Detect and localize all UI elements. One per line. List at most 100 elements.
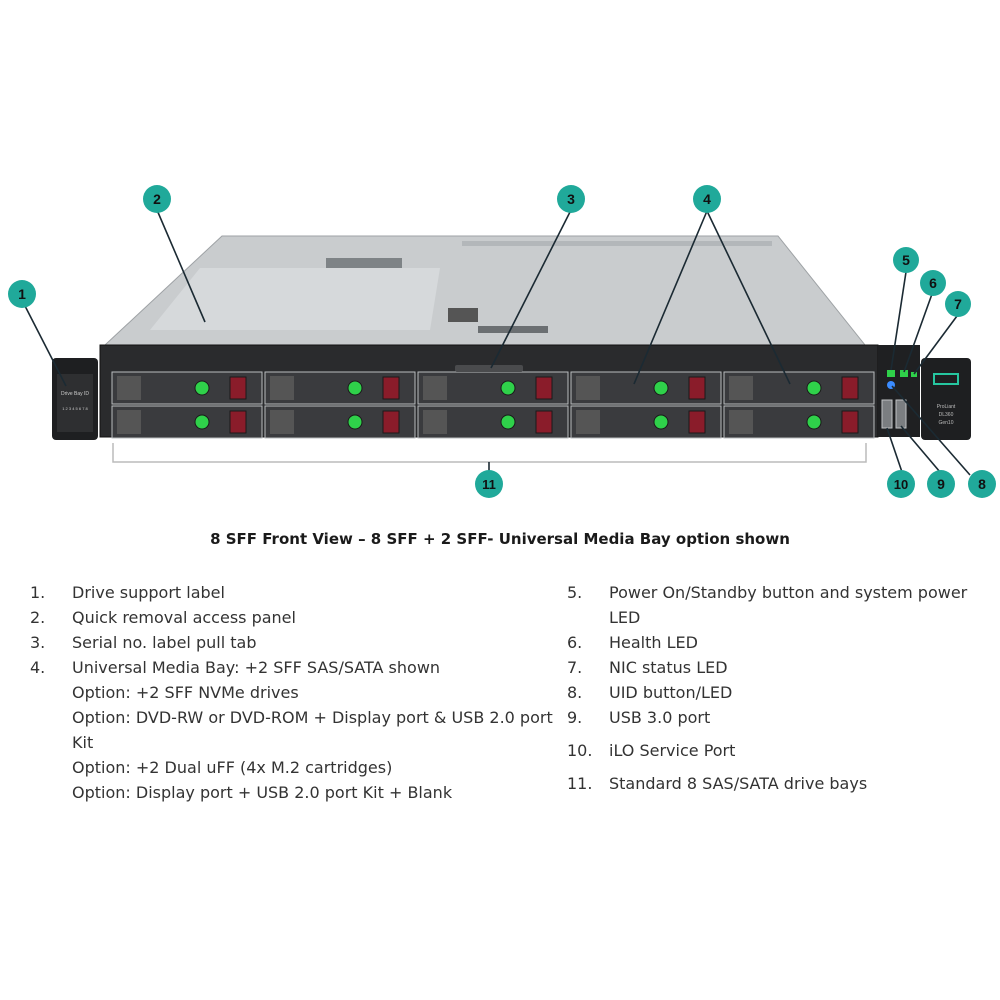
- legend-text: Quick removal access panel: [72, 608, 296, 627]
- drive-label: [270, 410, 294, 434]
- drive-bay[interactable]: [264, 371, 416, 405]
- callout-8: 8: [968, 470, 996, 498]
- callout-2-label: 2: [153, 191, 161, 207]
- drive-bay[interactable]: [111, 405, 263, 439]
- server-front-diagram: Drive Bay ID 1 2 3 4 5 6 7 8 ProLiant DL…: [8, 185, 996, 498]
- legend-item-10: 10.iLO Service Port: [567, 738, 1000, 763]
- legend-num: 9.: [567, 708, 583, 727]
- drive-label: [423, 376, 447, 400]
- legend-sub-option: Option: Display port + USB 2.0 port Kit …: [72, 783, 453, 802]
- left-ear-line-2: 1 2 3 4 5 6 7 8: [62, 406, 88, 411]
- power-button-led[interactable]: [887, 370, 895, 377]
- callout-9: 9: [927, 470, 955, 498]
- drive-status-led: [194, 380, 210, 396]
- right-ear-line-2: DL360: [939, 412, 954, 418]
- drive-release-latch[interactable]: [535, 376, 553, 400]
- drive-release-latch[interactable]: [688, 376, 706, 400]
- callout-10-label: 10: [894, 477, 908, 492]
- legend-item-5: 5.Power On/Standby button and system pow…: [567, 580, 1000, 630]
- drive-bay[interactable]: [723, 371, 875, 405]
- legend-item-6: 6.Health LED: [567, 630, 1000, 655]
- callout-9-label: 9: [937, 476, 945, 492]
- drive-status-led: [806, 380, 822, 396]
- callout-4-label: 4: [703, 191, 711, 207]
- serial-label-pull-tab[interactable]: [455, 365, 523, 372]
- drive-bays-bracket: [112, 443, 867, 463]
- top-vent: [326, 258, 402, 268]
- drive-bays: [111, 371, 875, 439]
- callout-10: 10: [887, 470, 915, 498]
- callout-4: 4: [693, 185, 721, 213]
- figure-caption: 8 SFF Front View – 8 SFF + 2 SFF- Univer…: [210, 530, 790, 548]
- legend-text: Universal Media Bay: +2 SFF SAS/SATA sho…: [72, 658, 441, 677]
- ilo-service-port[interactable]: [881, 399, 893, 429]
- drive-label: [729, 410, 753, 434]
- legend-text: Drive support label: [72, 583, 225, 602]
- drive-release-latch[interactable]: [688, 410, 706, 434]
- drive-release-latch[interactable]: [382, 376, 400, 400]
- drive-status-led: [347, 414, 363, 430]
- drive-release-latch[interactable]: [841, 410, 859, 434]
- drive-bay[interactable]: [264, 405, 416, 439]
- drive-label: [576, 376, 600, 400]
- right-ear-line-1: ProLiant: [937, 404, 956, 410]
- health-led: [900, 370, 908, 377]
- drive-label: [576, 410, 600, 434]
- drive-status-led: [653, 414, 669, 430]
- legend-text: Power On/Standby button and system power…: [609, 583, 968, 627]
- drive-label: [117, 376, 141, 400]
- drive-bay[interactable]: [570, 371, 722, 405]
- callout-3: 3: [557, 185, 585, 213]
- legend-num: 1.: [30, 583, 46, 602]
- drive-bay[interactable]: [417, 405, 569, 439]
- callout-7: 7: [945, 291, 971, 317]
- legend-text: Serial no. label pull tab: [72, 633, 257, 652]
- drive-support-label: [57, 374, 93, 432]
- legend-item-2: 2.Quick removal access panel: [30, 605, 560, 630]
- drive-status-led: [347, 380, 363, 396]
- legend-text: NIC status LED: [609, 658, 728, 677]
- left-ear-line-1: Drive Bay ID: [61, 391, 89, 397]
- callout-3-label: 3: [567, 191, 575, 207]
- callout-6: 6: [920, 270, 946, 296]
- callout-5-label: 5: [902, 252, 910, 268]
- top-badge: [478, 326, 548, 333]
- legend-item-7: 7.NIC status LED: [567, 655, 1000, 680]
- legend-item-8: 8.UID button/LED: [567, 680, 1000, 705]
- top-latch: [448, 308, 478, 322]
- drive-label: [270, 376, 294, 400]
- legend-item-9: 9. USB 3.0 port: [567, 705, 1000, 730]
- legend-left: 1. Drive support label 2.Quick removal ac…: [30, 580, 560, 805]
- drive-release-latch[interactable]: [535, 410, 553, 434]
- right-ear-line-3: Gen10: [938, 420, 953, 426]
- drive-label: [423, 410, 447, 434]
- legend-num: 6.: [567, 633, 583, 652]
- legend-text: USB 3.0 port: [609, 708, 711, 727]
- drive-status-led: [500, 380, 516, 396]
- drive-release-latch[interactable]: [229, 410, 247, 434]
- drive-bay[interactable]: [417, 371, 569, 405]
- drive-release-latch[interactable]: [382, 410, 400, 434]
- legend-num: 3.: [30, 633, 46, 652]
- drive-bay[interactable]: [111, 371, 263, 405]
- drive-label: [117, 410, 141, 434]
- drive-status-led: [806, 414, 822, 430]
- legend-num: 8.: [567, 683, 583, 702]
- legend-num: 4.: [30, 658, 46, 677]
- legend-sub-option: Option: DVD-RW or DVD-ROM + Display port…: [72, 708, 553, 752]
- drive-release-latch[interactable]: [841, 376, 859, 400]
- legend-sub-option: Option: +2 Dual uFF (4x M.2 cartridges): [72, 758, 393, 777]
- drive-status-led: [500, 414, 516, 430]
- legend-text: iLO Service Port: [609, 741, 736, 760]
- quick-removal-panel: [150, 268, 440, 330]
- drive-bay[interactable]: [570, 405, 722, 439]
- drive-release-latch[interactable]: [229, 376, 247, 400]
- legend-item-11: 11.Standard 8 SAS/SATA drive bays: [567, 771, 1000, 796]
- nic-status-led: [911, 372, 917, 377]
- hpe-logo: [933, 373, 959, 385]
- usb-3-port[interactable]: [895, 399, 907, 429]
- drive-bay[interactable]: [723, 405, 875, 439]
- callout-6-label: 6: [929, 275, 937, 291]
- callout-2: 2: [143, 185, 171, 213]
- legend-text: Standard 8 SAS/SATA drive bays: [609, 774, 868, 793]
